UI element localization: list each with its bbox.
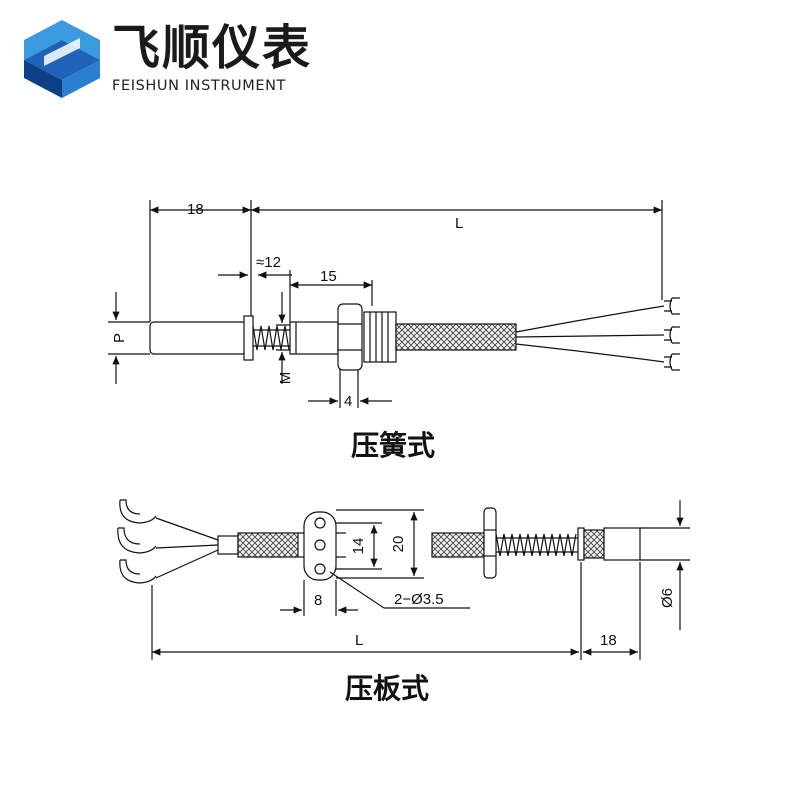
dim-probe-length: 18 [187, 201, 204, 218]
dim-length: L [355, 632, 363, 649]
dim-nut: 4 [344, 393, 352, 410]
dim-spring: ≈12 [256, 254, 281, 271]
logo-icon [24, 20, 100, 98]
dim-holes: 2−Ø3.5 [394, 591, 444, 608]
caption-plate-type: 压板式 [345, 672, 429, 705]
dim-diameter-p: P [111, 333, 128, 343]
plate-type-drawing [117, 499, 690, 660]
dim-plate-width: 8 [314, 592, 322, 609]
caption-spring-type: 压簧式 [351, 429, 435, 462]
dim-length: L [455, 215, 463, 232]
spring-type-drawing [108, 200, 680, 408]
dim-plate-height: 20 [390, 536, 407, 553]
dim-probe-length: 18 [600, 632, 617, 649]
dim-thread-length: 15 [320, 268, 337, 285]
brand-name-cn: 飞顺仪表 [112, 20, 313, 76]
dim-diameter: Ø6 [659, 588, 676, 608]
dim-hole-spacing: 14 [350, 538, 367, 555]
brand-name-en: FEISHUN INSTRUMENT [112, 78, 287, 94]
dim-thread-m: M [277, 372, 294, 385]
